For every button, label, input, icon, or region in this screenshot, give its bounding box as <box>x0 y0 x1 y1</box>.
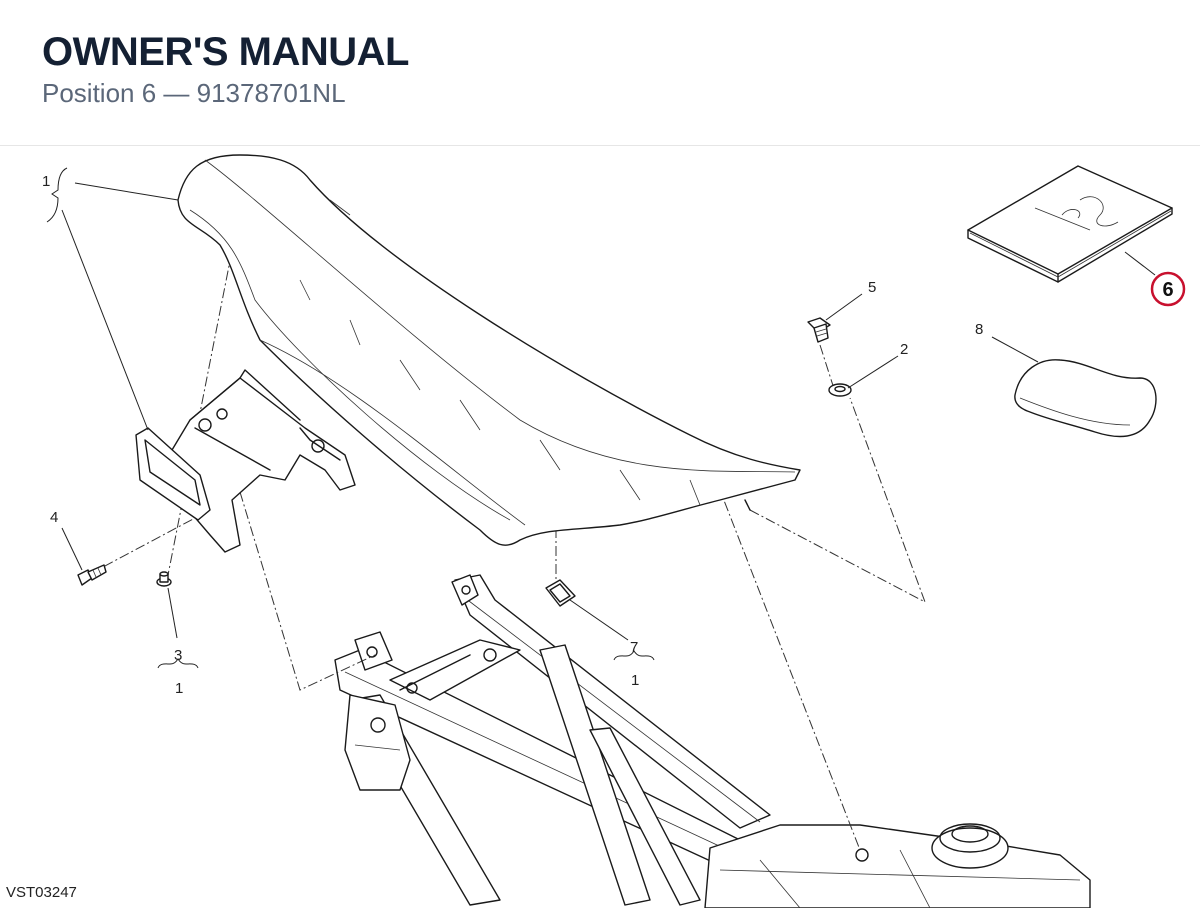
callout-8: 8 <box>975 321 1039 363</box>
washer-part-2 <box>828 383 852 397</box>
manual-booklet-part-6 <box>967 165 1173 283</box>
callout-group-label-3: 1 <box>175 680 183 697</box>
callout-label-8: 8 <box>975 321 983 338</box>
callout-label-6: 6 <box>1162 279 1173 301</box>
callout-label-2: 2 <box>900 341 908 358</box>
screw-part-5 <box>807 317 831 343</box>
callout-3: 3 1 <box>157 587 199 697</box>
callout-4: 4 <box>50 509 83 571</box>
callout-1: 1 <box>42 167 179 431</box>
callout-6: 6 <box>1124 251 1186 307</box>
screw-part-4 <box>77 564 107 586</box>
page-title: OWNER'S MANUAL <box>42 30 409 74</box>
frame-drawing <box>334 574 1091 908</box>
seat-drawing <box>177 154 801 546</box>
callout-label-1: 1 <box>42 173 50 190</box>
callout-label-7: 7 <box>630 639 638 656</box>
seat-bracket-drawing <box>135 369 356 553</box>
seat-pad-part-8 <box>1014 359 1157 438</box>
clip-nut-part-7 <box>545 579 576 607</box>
callout-label-4: 4 <box>50 509 58 526</box>
drawing-code: VST03247 <box>6 884 77 901</box>
callout-6-highlight-circle <box>1150 271 1186 307</box>
page-header: OWNER'S MANUAL Position 6 — 91378701NL <box>0 0 1200 146</box>
callout-7: 7 1 <box>569 599 655 689</box>
callout-2: 2 <box>847 341 908 389</box>
page-subtitle: Position 6 — 91378701NL <box>42 78 346 108</box>
callout-5: 5 <box>825 279 876 321</box>
bush-part-3 <box>156 571 172 587</box>
callout-label-3: 3 <box>174 647 182 664</box>
callout-label-5: 5 <box>868 279 876 296</box>
callout-group-label-7: 1 <box>631 672 639 689</box>
